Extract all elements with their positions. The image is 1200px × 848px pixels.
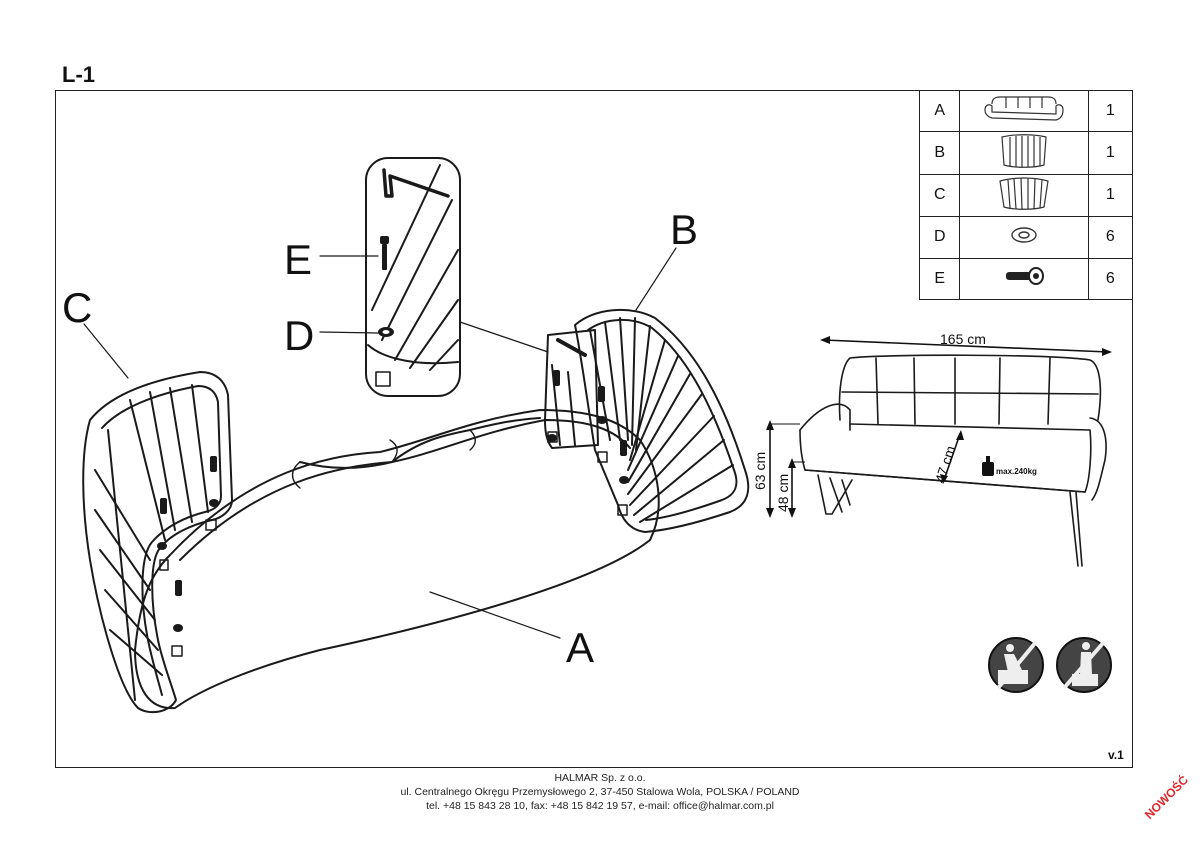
bench-icon: [959, 89, 1089, 133]
leader-c: [83, 323, 129, 379]
callout-c: C: [62, 284, 92, 331]
bolt-icon: [210, 456, 217, 472]
part-label: B: [918, 131, 961, 175]
washer-icon: [619, 476, 629, 484]
leader-b: [635, 247, 677, 311]
part-label: C: [918, 173, 961, 218]
max-load: max.240kg: [996, 467, 1037, 476]
dim-seat-height: 48 cm: [775, 474, 791, 512]
footer-address: ul. Centralnego Okręgu Przemysłowego 2, …: [400, 786, 800, 798]
callout-b: B: [670, 206, 698, 253]
footer-company: HALMAR Sp. z o.o.: [554, 772, 646, 784]
bolt-icon: [959, 257, 1089, 301]
part-label: D: [918, 216, 961, 259]
callout-e: E: [284, 236, 312, 283]
part-label: A: [918, 89, 961, 133]
washer-icon: [597, 416, 607, 424]
model-code: L-1: [62, 62, 95, 87]
dim-depth: 47 cm: [932, 444, 959, 485]
callout-d: D: [284, 312, 314, 359]
zoom-detail: [365, 157, 461, 397]
bolt-icon: [620, 440, 627, 456]
part-quantity: 1: [1087, 173, 1134, 218]
washer-icon: [157, 542, 167, 550]
dim-width: 165 cm: [940, 331, 986, 347]
bolt-icon: [598, 386, 605, 402]
washer-icon: [547, 434, 557, 442]
washer-icon: [378, 327, 394, 337]
part-quantity: 1: [1087, 131, 1134, 175]
callout-a: A: [566, 624, 594, 671]
side-frame-b: [574, 308, 750, 533]
part-quantity: 1: [1087, 89, 1134, 133]
bench-seat-a: [134, 409, 660, 710]
bolt-icon: [175, 580, 182, 596]
bolt-icon: [380, 236, 389, 270]
washer-icon: [959, 216, 1089, 259]
part-label: E: [918, 257, 961, 301]
washer-icon: [173, 624, 183, 632]
no-standing-on-seat-icon: [988, 637, 1044, 693]
side-frame-b-icon: [959, 131, 1089, 175]
assembled-bench: [799, 354, 1107, 567]
bracket-detail-box: [544, 329, 599, 449]
zoom-leader-line: [459, 321, 549, 353]
bolt-icon: [160, 498, 167, 514]
leader-a: [429, 591, 561, 639]
part-quantity: 6: [1087, 257, 1134, 301]
dim-height: 63 cm: [752, 452, 768, 490]
footer: HALMAR Sp. z o.o. ul. Centralnego Okręgu…: [0, 771, 1200, 813]
no-climbing-icon: [1056, 637, 1112, 693]
part-quantity: 6: [1087, 216, 1134, 259]
weight-icon: [982, 456, 994, 476]
instruction-frame: [55, 90, 1133, 768]
washer-icon: [209, 499, 219, 507]
side-frame-c-icon: [959, 173, 1089, 218]
version-label: v.1: [1108, 748, 1124, 762]
footer-contact: tel. +48 15 843 28 10, fax: +48 15 842 1…: [426, 800, 774, 812]
leader-d: [319, 331, 379, 334]
bolt-icon: [553, 370, 560, 386]
side-frame-c: [82, 371, 233, 714]
